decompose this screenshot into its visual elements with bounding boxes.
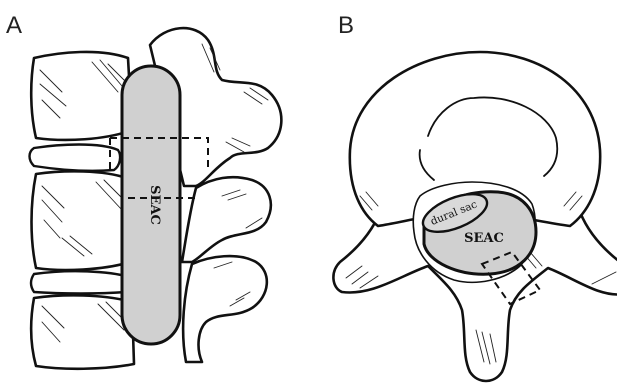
middle-vertebral-body bbox=[32, 171, 131, 270]
vertebral-bodies bbox=[30, 52, 135, 369]
lower-vertebral-body bbox=[31, 295, 134, 368]
lower-disc bbox=[31, 271, 126, 293]
seac-label-lateral: SEAC bbox=[147, 185, 162, 225]
panel-a-letter: A bbox=[6, 12, 22, 39]
upper-vertebral-body bbox=[31, 52, 132, 140]
panel-a-lateral-view: A SEAC bbox=[6, 12, 281, 369]
panel-b-axial-view: B SEAC dural sac bbox=[333, 12, 617, 381]
panel-b-letter: B bbox=[338, 12, 354, 39]
upper-disc bbox=[30, 145, 121, 171]
seac-label-axial: SEAC bbox=[464, 231, 504, 246]
